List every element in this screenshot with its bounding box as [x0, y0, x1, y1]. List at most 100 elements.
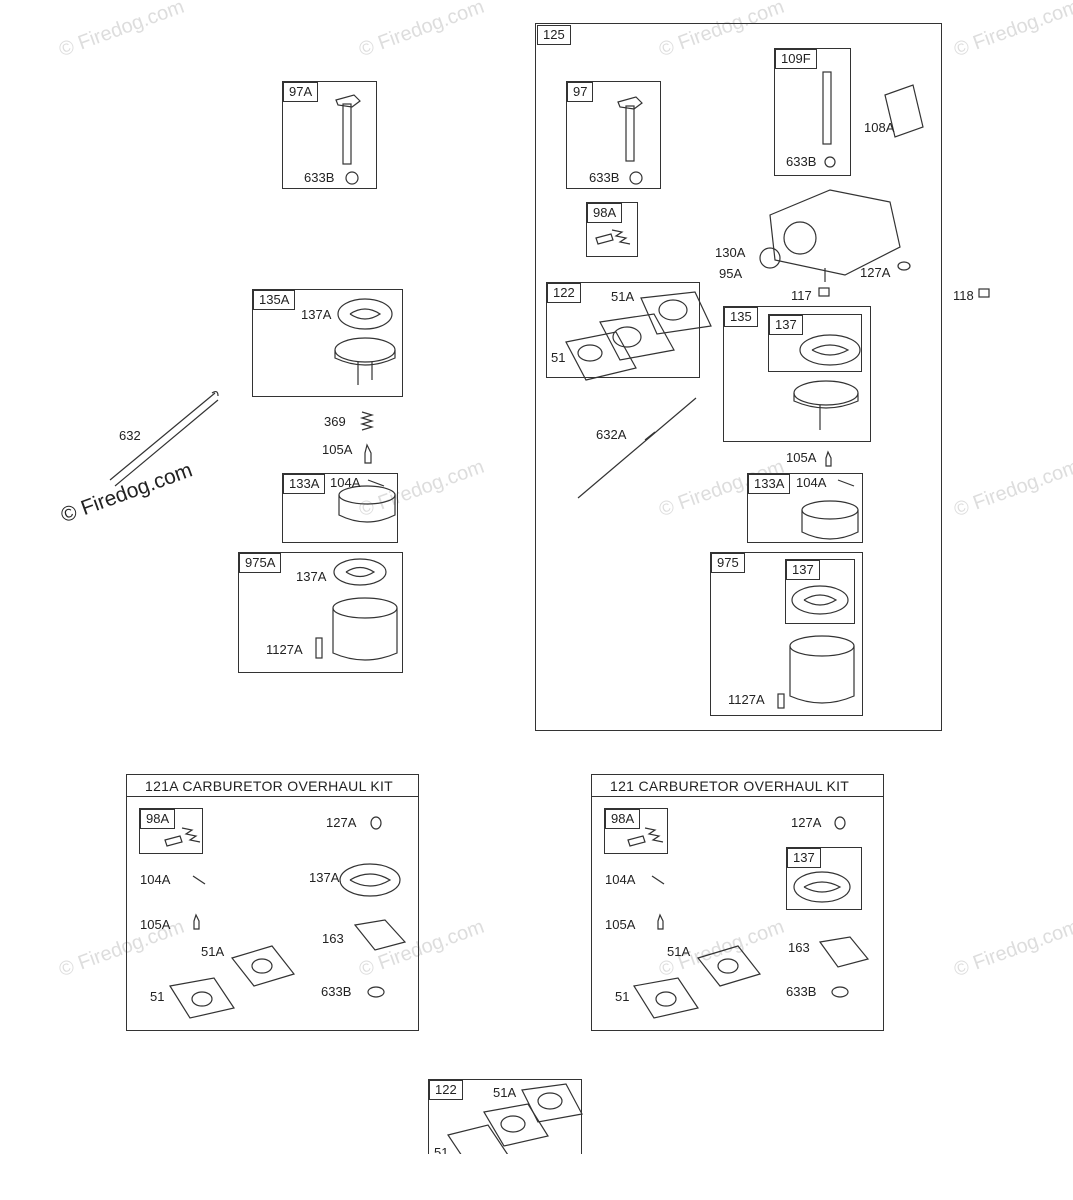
part-label-108A[interactable]: 108A [864, 120, 895, 135]
part-label-51[interactable]: 51 [150, 989, 165, 1004]
kit-121A-98A-box [139, 808, 203, 854]
part-label-137A[interactable]: 137A [309, 870, 340, 885]
group-133A-box [282, 473, 398, 543]
part-label-95A[interactable]: 95A [719, 266, 743, 281]
tag-122[interactable]: 122 [547, 283, 581, 303]
group-97A-box [282, 81, 377, 189]
part-369-drawing [359, 411, 375, 431]
tag-135[interactable]: 135 [724, 307, 758, 327]
part-label-51A[interactable]: 51A [493, 1085, 517, 1100]
part-133A-left-drawing [338, 479, 396, 523]
part-label-127A[interactable]: 127A [791, 815, 822, 830]
part-label-105A[interactable]: 105A [605, 917, 636, 932]
part-133A-main-drawing [801, 479, 859, 540]
part-label-633B[interactable]: 633B [304, 170, 335, 185]
part-97-drawing [617, 96, 643, 185]
part-98A-drawing [595, 229, 631, 245]
part-label-118[interactable]: 118 [953, 288, 974, 303]
group-135A-box [252, 289, 403, 397]
part-label-163[interactable]: 163 [788, 940, 810, 955]
group-975-box [710, 552, 863, 716]
part-975A-drawing [315, 558, 398, 661]
part-97A-drawing [335, 94, 361, 185]
group-98A-box [586, 202, 638, 257]
part-label-137A[interactable]: 137A [301, 307, 332, 322]
part-117-drawing [818, 287, 830, 297]
group-135-box [723, 306, 871, 442]
part-label-632[interactable]: 632 [119, 428, 141, 443]
group-137-box [768, 314, 862, 372]
tag-133A[interactable]: 133A [283, 474, 326, 494]
part-label-51[interactable]: 51 [551, 350, 566, 365]
tag-137[interactable]: 137 [786, 560, 820, 580]
tag-98A[interactable]: 98A [605, 809, 641, 829]
part-105A-main-drawing [825, 450, 832, 467]
part-label-369[interactable]: 369 [324, 414, 346, 429]
part-108A-drawing [884, 84, 924, 138]
part-label-632A[interactable]: 632A [596, 427, 627, 442]
tag-135A[interactable]: 135A [253, 290, 296, 310]
part-label-51A[interactable]: 51A [611, 289, 635, 304]
tag-98A[interactable]: 98A [587, 203, 623, 223]
part-label-105A[interactable]: 105A [140, 917, 171, 932]
group-137-box [785, 559, 855, 624]
part-109F-drawing [822, 71, 836, 168]
kit-121A-title[interactable]: 121A CARBURETOR OVERHAUL KIT [127, 775, 418, 797]
part-label-1127A[interactable]: 1127A [266, 642, 303, 657]
part-label-105A[interactable]: 105A [786, 450, 817, 465]
part-label-51A[interactable]: 51A [201, 944, 225, 959]
part-label-633B[interactable]: 633B [321, 984, 352, 999]
tag-122[interactable]: 122 [429, 1080, 463, 1100]
part-label-137A[interactable]: 137A [296, 569, 327, 584]
part-label-117[interactable]: 117 [791, 288, 812, 303]
tag-975A[interactable]: 975A [239, 553, 282, 573]
kit-121-137-box [786, 847, 862, 910]
part-label-127A[interactable]: 127A [326, 815, 357, 830]
part-label-104A[interactable]: 104A [605, 872, 636, 887]
part-label-104A[interactable]: 104A [330, 475, 361, 490]
tag-109F[interactable]: 109F [775, 49, 817, 69]
part-label-104A[interactable]: 104A [796, 475, 827, 490]
part-127A-drawing [897, 261, 911, 271]
part-label-633B[interactable]: 633B [589, 170, 620, 185]
tag-97[interactable]: 97 [567, 82, 594, 102]
part-632A-drawing [577, 397, 697, 499]
part-label-633B[interactable]: 633B [786, 154, 817, 169]
kit-121-98A-box [604, 808, 668, 854]
part-label-633B[interactable]: 633B [786, 984, 817, 999]
group-109F-box [774, 48, 851, 176]
group-133A-box [747, 473, 863, 543]
part-label-104A[interactable]: 104A [140, 872, 171, 887]
kit-121-box: 121 CARBURETOR OVERHAUL KIT [591, 774, 884, 1031]
tag-125[interactable]: 125 [537, 25, 571, 45]
part-135A-drawing [334, 298, 396, 385]
part-label-1127A[interactable]: 1127A [728, 692, 765, 707]
tag-97A[interactable]: 97A [283, 82, 319, 102]
group-97-box [566, 81, 661, 189]
bottom-crop-mask [428, 1154, 582, 1176]
tag-137[interactable]: 137 [769, 315, 803, 335]
part-label-51A[interactable]: 51A [667, 944, 691, 959]
kit-121-title[interactable]: 121 CARBURETOR OVERHAUL KIT [592, 775, 883, 797]
tag-137[interactable]: 137 [787, 848, 821, 868]
part-label-163[interactable]: 163 [322, 931, 344, 946]
bottom-122-box [428, 1079, 582, 1175]
part-carburetor-body-drawing [759, 189, 901, 282]
part-label-130A[interactable]: 130A [715, 245, 746, 260]
group-975A-box [238, 552, 403, 673]
part-label-105A[interactable]: 105A [322, 442, 353, 457]
group-122-box [546, 282, 700, 378]
part-975-drawing [777, 585, 855, 709]
kit-121A-drawings [164, 816, 407, 1019]
part-105A-drawing [364, 443, 372, 464]
tag-133A[interactable]: 133A [748, 474, 791, 494]
tag-975[interactable]: 975 [711, 553, 745, 573]
tag-98A[interactable]: 98A [140, 809, 176, 829]
part-632-drawing [109, 390, 219, 487]
part-118-drawing [978, 288, 990, 298]
assembly-125-box [535, 23, 942, 731]
part-label-51[interactable]: 51 [615, 989, 630, 1004]
part-label-127A[interactable]: 127A [860, 265, 891, 280]
